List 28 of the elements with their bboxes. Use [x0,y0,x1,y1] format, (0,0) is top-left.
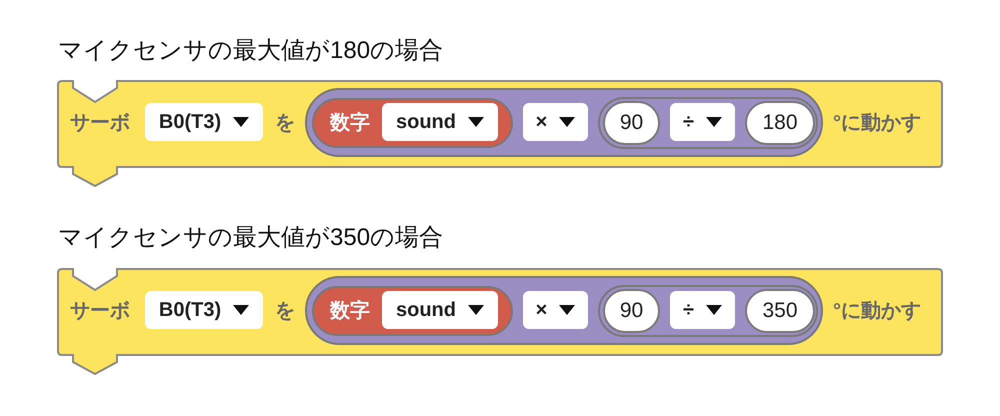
dropdown-menu: sound [382,103,498,141]
dropdown-menu: × [523,103,588,141]
dropdown-menu: B0(T3) [145,291,263,329]
block-label: 数字 [330,299,370,323]
command-block [57,80,943,188]
block-label: サーボ [70,111,130,135]
heading: マイクセンサの最大値が180の場合 [58,37,444,66]
reporter-block [312,286,513,336]
block-label: サーボ [70,299,130,323]
block-label: °に動かす [833,299,921,323]
dropdown-menu: ÷ [670,291,735,329]
dropdown-menu: sound [382,291,498,329]
heading: マイクセンサの最大値が350の場合 [58,224,444,253]
block-label: 数字 [330,111,370,135]
number-field: 180 [745,101,815,145]
command-block [57,268,943,376]
dropdown-menu: B0(T3) [145,103,263,141]
number-field: 90 [603,101,660,145]
dropdown-menu: × [523,291,588,329]
block-label: °に動かす [833,111,921,135]
block-label: を [275,299,295,323]
reporter-block [312,98,513,148]
operator-reporter-block [598,285,818,337]
number-field: 350 [745,289,815,333]
operator-reporter-block [598,97,818,149]
number-field: 90 [603,289,660,333]
dropdown-menu: ÷ [670,103,735,141]
block-label: を [275,111,295,135]
